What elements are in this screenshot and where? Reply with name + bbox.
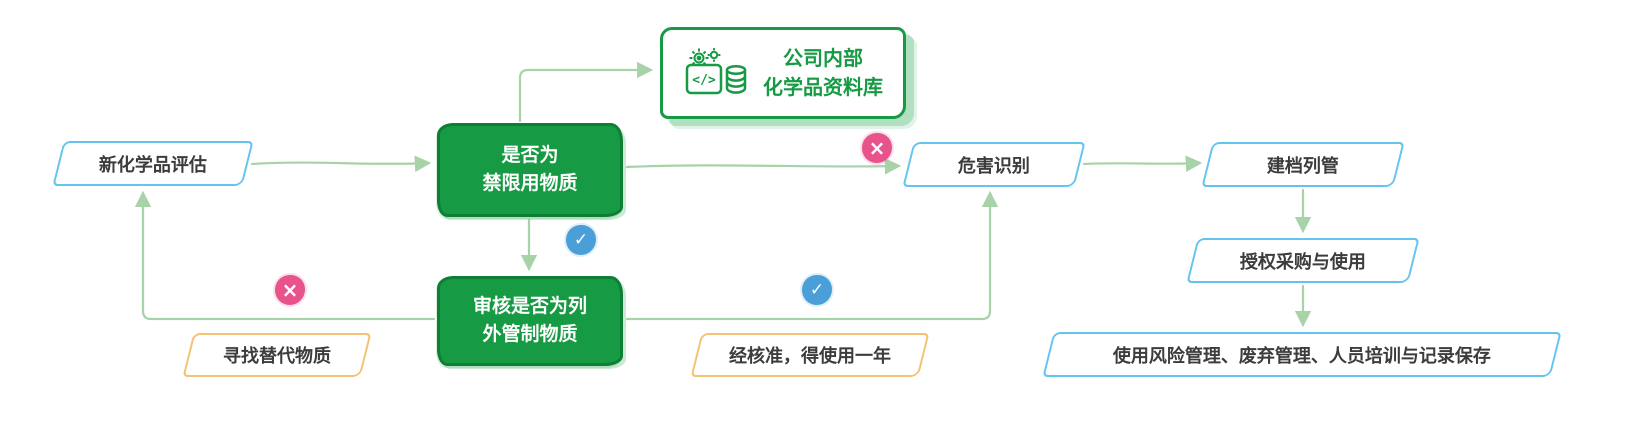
node-label: 寻找替代物质 <box>223 346 331 367</box>
node-label-line1: 是否为 <box>501 144 559 167</box>
yes-badge: ✓ <box>802 275 832 305</box>
node-authorized-procurement-use: 授权采购与使用 <box>1186 238 1420 283</box>
node-label-line2: 外管制物质 <box>482 323 578 345</box>
no-badge: × <box>862 133 892 163</box>
node-hazard-identification: 危害识别 <box>902 142 1086 187</box>
node-label: 公司内部 化学品资料库 <box>763 44 883 102</box>
connector-eval-to-prohibited <box>250 155 432 172</box>
x-icon: × <box>281 278 299 302</box>
node-filing-control: 建档列管 <box>1201 142 1405 187</box>
node-label-line1: 审核是否为列 <box>472 295 587 318</box>
chemical-database-icon: </> <box>683 48 749 98</box>
node-internal-chemical-database: </> 公司内部 化学品资料库 <box>660 27 906 119</box>
node-label-line2: 化学品资料库 <box>763 75 883 99</box>
x-icon: × <box>868 136 886 160</box>
connector-prohibited-to-database <box>518 61 654 123</box>
node-label: 经核准，得使用一年 <box>729 346 891 367</box>
node-risk-management: 使用风险管理、废弃管理、人员培训与记录保存 <box>1042 332 1562 377</box>
svg-text:</>: </> <box>692 73 716 88</box>
node-approved-one-year: 经核准，得使用一年 <box>690 333 930 377</box>
yes-badge: ✓ <box>566 225 596 255</box>
node-new-chemical-evaluation: 新化学品评估 <box>52 141 254 186</box>
node-label: 危害识别 <box>958 155 1030 177</box>
check-icon: ✓ <box>573 230 589 250</box>
node-is-prohibited-substance: 是否为 禁限用物质 <box>437 123 623 217</box>
no-badge: × <box>275 275 305 305</box>
code-brackets-icon: </> <box>685 63 723 95</box>
connector-hazard-to-filing <box>1082 155 1203 172</box>
node-label-line1: 公司内部 <box>783 46 863 70</box>
node-label: 新化学品评估 <box>99 154 207 176</box>
database-cylinder-icon <box>725 64 747 94</box>
node-review-exception-control: 审核是否为列 外管制物质 <box>437 276 623 366</box>
check-icon: ✓ <box>809 280 825 300</box>
node-label: 使用风险管理、废弃管理、人员培训与记录保存 <box>1113 345 1491 367</box>
node-label: 授权采购与使用 <box>1240 251 1366 273</box>
node-label-line2: 禁限用物质 <box>482 172 578 194</box>
node-find-alternative: 寻找替代物质 <box>182 333 372 377</box>
node-label: 建档列管 <box>1267 155 1339 177</box>
connector-prohibited-to-hazard <box>625 158 902 175</box>
gear-icon <box>689 48 721 68</box>
